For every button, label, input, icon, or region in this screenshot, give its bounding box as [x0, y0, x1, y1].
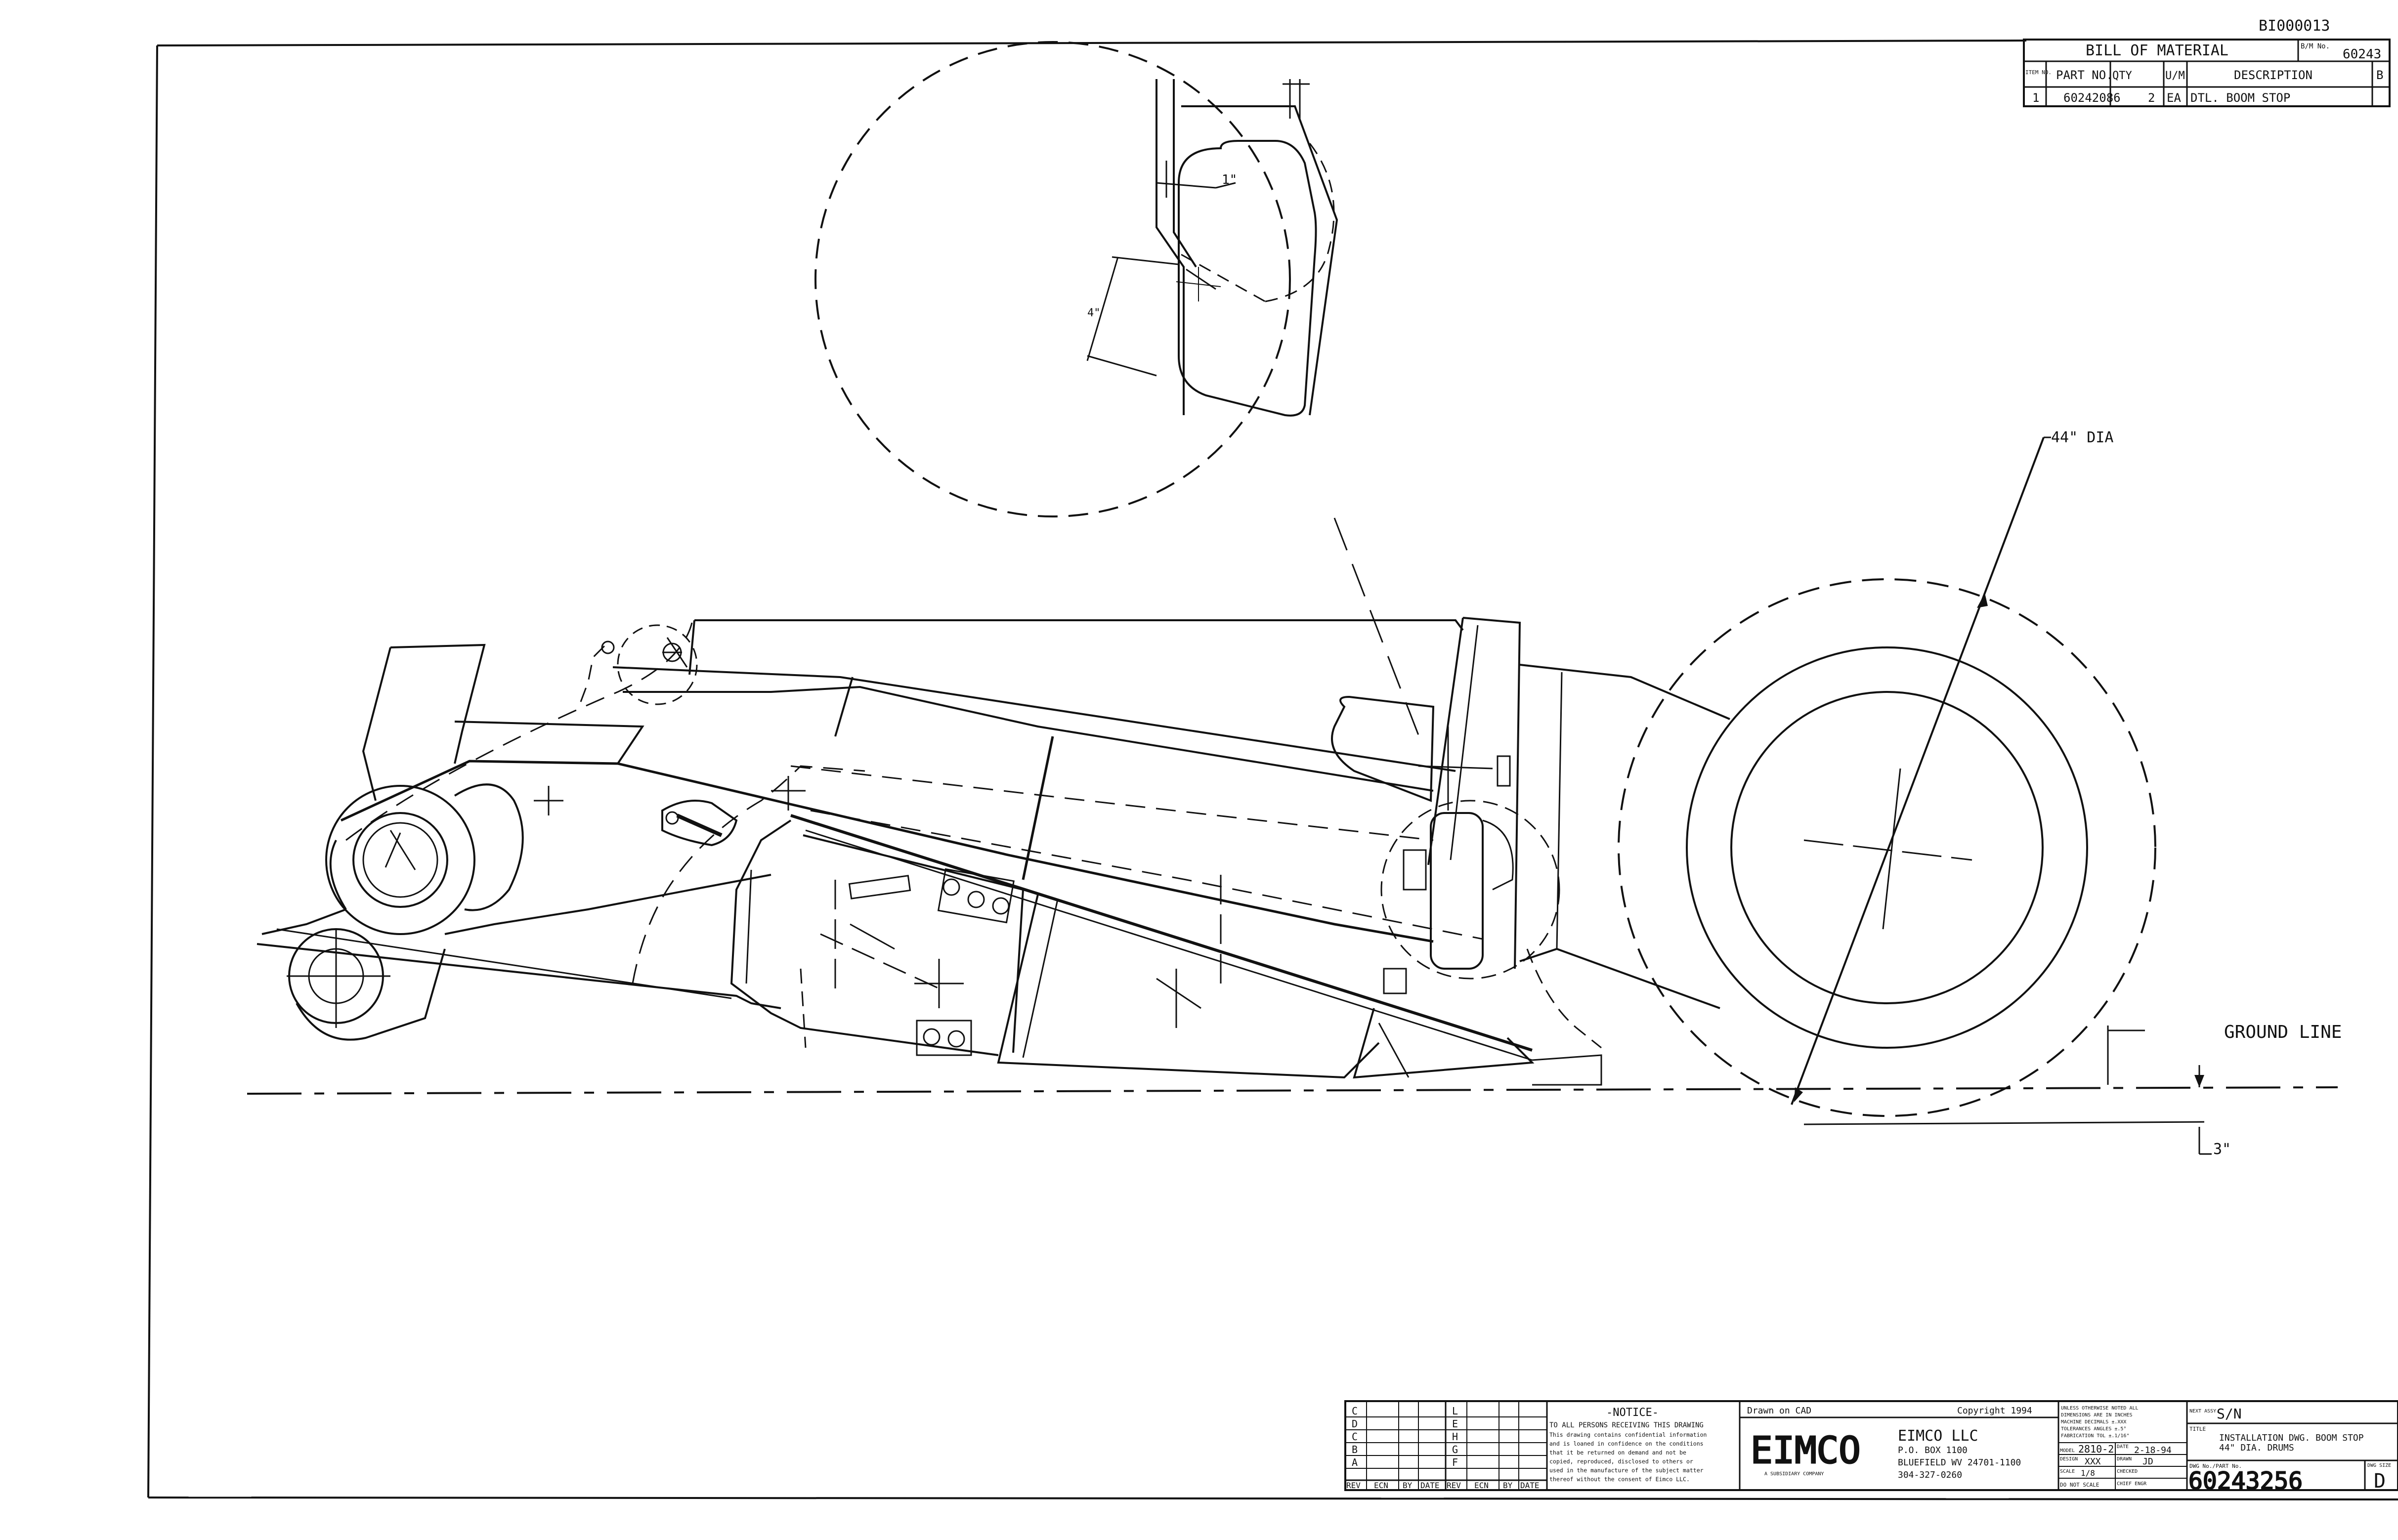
bom-row-um: EA: [2167, 91, 2181, 105]
drawn-on-label: Drawn on CAD: [1747, 1406, 1811, 1416]
notice-title: -NOTICE-: [1606, 1407, 1659, 1419]
tolerance-note: FABRICATION TOL ±.1/16": [2061, 1433, 2129, 1439]
rev-col-header: BY: [1403, 1481, 1413, 1490]
ground-arrow: [2194, 1075, 2204, 1087]
scale-label: SCALE: [2060, 1469, 2075, 1474]
dwg-number: 60243256: [2188, 1467, 2303, 1495]
date-value: 2-18-94: [2134, 1445, 2172, 1455]
dia-arrow-top: [1977, 593, 1988, 608]
rev-letter-left: C: [1352, 1431, 1358, 1443]
bom-header-part: PART NO.: [2056, 68, 2113, 82]
title-label: TITLE: [2189, 1426, 2206, 1432]
rev-letter-left: A: [1352, 1456, 1358, 1468]
notice-line: thereof without the consent of Eimco LLC…: [1549, 1476, 1690, 1483]
notice-line: and is loaned in confidence on the condi…: [1549, 1440, 1704, 1447]
rev-col-header: REV: [1346, 1481, 1361, 1490]
notice-line: that it be returned on demand and not be: [1549, 1449, 1686, 1456]
detail-view: 1" 4": [814, 41, 1422, 742]
dwg-size-label: DWG SIZE: [2367, 1463, 2391, 1468]
bom-bm-no: 60243: [2343, 47, 2381, 62]
date-label: DATE: [2117, 1444, 2129, 1450]
rev-col-header: BY: [1503, 1481, 1513, 1490]
copyright-label: Copyright 1994: [1957, 1406, 2032, 1416]
company-address: 304-327-0260: [1898, 1470, 1962, 1480]
company-address: P.O. BOX 1100: [1898, 1445, 1968, 1455]
design-label: DESIGN: [2060, 1456, 2078, 1462]
checked-label: CHECKED: [2117, 1469, 2138, 1474]
bill-of-material: BILL OF MATERIAL B/M No. 60243 ITEM NO. …: [2023, 39, 2391, 107]
company-address: BLUEFIELD WV 24701-1100: [1898, 1457, 2021, 1468]
tolerance-note: DIMENSIONS ARE IN INCHES: [2061, 1412, 2133, 1418]
bom-bm-no-label: B/M No.: [2301, 43, 2330, 50]
rev-letter-right: G: [1452, 1444, 1458, 1455]
rev-letter-left: B: [1352, 1444, 1358, 1455]
tolerance-box: UNLESS OTHERWISE NOTED ALL DIMENSIONS AR…: [2058, 1401, 2188, 1490]
tolerance-note: MACHINE DECIMALS ±.XXX: [2061, 1419, 2126, 1425]
rev-col-header: DATE: [1520, 1481, 1540, 1490]
rev-col-header: ECN: [1474, 1481, 1489, 1490]
rev-letter-right: L: [1452, 1405, 1458, 1417]
rev-col-header: DATE: [1420, 1481, 1440, 1490]
bom-row-item: 1: [2032, 91, 2039, 105]
notice-line: This drawing contains confidential infor…: [1549, 1431, 1707, 1438]
tolerance-note: TOLERANCES ANGLES ±.5°: [2061, 1426, 2126, 1432]
drawing-title: INSTALLATION DWG. BOOM STOP: [2219, 1433, 2364, 1443]
dwg-no-label: DWG No./PART No.: [2189, 1463, 2242, 1469]
cutting-drum: 44" DIA: [1618, 429, 2156, 1117]
bom-row-desc: DTL. BOOM STOP: [2190, 91, 2290, 105]
revision-table: C D C B A L E H G F REV ECN BY DATE REV …: [1345, 1401, 1548, 1490]
rev-col-header: ECN: [1374, 1481, 1388, 1490]
drawing-title: 44" DIA. DRUMS: [2219, 1443, 2294, 1453]
bom-row-qty: 2: [2148, 91, 2155, 105]
bom-header-qty: QTY: [2112, 70, 2132, 82]
rev-letter-right: H: [1452, 1431, 1458, 1443]
notice-box: -NOTICE- TO ALL PERSONS RECEIVING THIS D…: [1549, 1401, 1741, 1490]
design-value: XXX: [2085, 1456, 2101, 1467]
bom-header-desc: DESCRIPTION: [2234, 68, 2312, 82]
title-info-box: NEXT ASSY. S/N TITLE INSTALLATION DWG. B…: [2187, 1406, 2398, 1496]
dia-arrow-bottom: [1794, 1087, 1803, 1102]
notice-line: used in the manufacture of the subject m…: [1549, 1467, 1704, 1474]
detail-dim-2: 4": [1087, 307, 1101, 319]
bom-title: BILL OF MATERIAL: [2086, 42, 2228, 59]
ground-offset-label: 3": [2213, 1141, 2231, 1158]
company-name: EIMCO LLC: [1898, 1427, 1978, 1445]
company-box: Drawn on CAD Copyright 1994 EIMCO A SUBS…: [1740, 1401, 2059, 1490]
sheet-border: [147, 40, 2398, 1500]
next-assy-value: S/N: [2217, 1406, 2242, 1422]
do-not-scale-label: DO NOT SCALE: [2060, 1482, 2099, 1488]
bom-row: 1 60242086 2 EA DTL. BOOM STOP: [2032, 91, 2290, 105]
drum-diameter-label: 44" DIA: [2051, 429, 2113, 446]
notice-line: copied, reproduced, disclosed to others …: [1549, 1458, 1693, 1465]
rev-letter-left: C: [1352, 1405, 1358, 1417]
title-block: C D C B A L E H G F REV ECN BY DATE REV …: [1344, 1400, 2398, 1496]
bom-header-extra: B: [2376, 68, 2383, 82]
rev-col-header: REV: [1447, 1481, 1461, 1490]
detail-dim-1: 1": [1222, 172, 1237, 187]
bom-header-um: U/M: [2165, 70, 2185, 82]
chief-engr-label: CHIEF ENGR: [2117, 1481, 2147, 1487]
dwg-size: D: [2374, 1470, 2386, 1493]
bom-header-item: ITEM NO.: [2025, 69, 2052, 76]
scale-value: 1/8: [2081, 1468, 2095, 1478]
drawing-id: BI000013: [2259, 17, 2330, 35]
next-assy-label: NEXT ASSY.: [2189, 1409, 2219, 1414]
drawn-value: JD: [2142, 1456, 2153, 1467]
company-logo: EIMCO: [1751, 1429, 1861, 1472]
drawn-label: DRAWN: [2117, 1456, 2132, 1462]
ground-line-label: GROUND LINE: [2224, 1022, 2342, 1042]
tolerance-note: UNLESS OTHERWISE NOTED ALL: [2061, 1406, 2139, 1411]
ground-line: GROUND LINE 3": [247, 1022, 2342, 1158]
model-label: MODEL: [2060, 1448, 2075, 1454]
rev-letter-left: D: [1352, 1418, 1358, 1430]
bom-row-part: 60242086: [2063, 91, 2121, 105]
company-logo-sub: A SUBSIDIARY COMPANY: [1764, 1471, 1824, 1477]
machine-side-view: [257, 617, 1730, 1086]
model-value: 2810-2: [2078, 1443, 2114, 1455]
notice-heading: TO ALL PERSONS RECEIVING THIS DRAWING: [1549, 1421, 1704, 1429]
rev-letter-right: F: [1452, 1456, 1458, 1468]
rev-letter-right: E: [1452, 1418, 1458, 1430]
